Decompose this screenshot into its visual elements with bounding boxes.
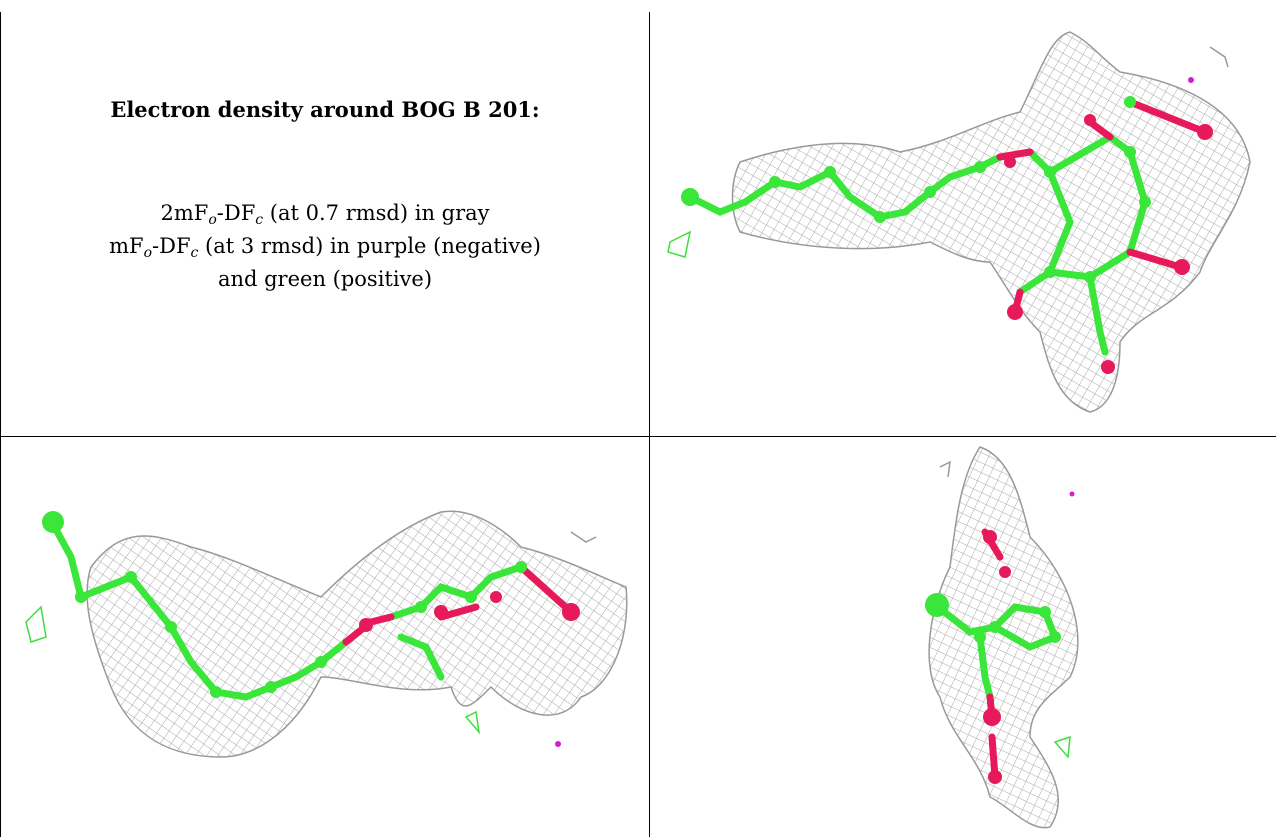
negative-density-blob	[1069, 491, 1075, 497]
mesh-fragment	[939, 460, 951, 478]
legend-line-2fo-fc: 2mFo-DFc (at 0.7 rmsd) in gray	[160, 201, 490, 228]
caption-cell: Electron density around BOG B 201: 2mFo-…	[1, 12, 649, 436]
molecule-ring-view-image	[667, 31, 1251, 413]
legend-line-fo-fc: mFo-DFc (at 3 rmsd) in purple (negative)	[109, 234, 541, 261]
positive-density-blob	[667, 230, 692, 258]
view-bottom-right	[650, 437, 1276, 837]
view-bottom-left	[1, 437, 649, 837]
carbon-chain	[934, 603, 1060, 701]
negative-density-blob	[555, 741, 561, 747]
view-top-right	[650, 12, 1276, 436]
positive-density-blob	[464, 710, 481, 735]
negative-density-blob	[1188, 77, 1194, 83]
carbon-atoms	[42, 511, 527, 698]
molecule-side-view-image	[25, 510, 628, 758]
positive-density-blob	[1053, 735, 1071, 759]
legend-line-colors: and green (positive)	[217, 267, 433, 291]
positive-density-blob	[25, 605, 47, 643]
density-mesh	[731, 31, 1251, 413]
figure-title: Electron density around BOG B 201:	[110, 97, 540, 122]
legend-text: 2mFo-DFc (at 0.7 rmsd) in gray mFo-DFc (…	[1, 197, 649, 296]
molecule-end-view-image	[925, 446, 1079, 829]
mesh-fragment	[1209, 46, 1229, 68]
oxygen-atoms	[359, 591, 580, 632]
oxygen-atoms	[1004, 114, 1213, 374]
density-mesh	[928, 446, 1079, 829]
carbon-atoms	[681, 96, 1151, 283]
oxygen-atoms	[983, 530, 1011, 784]
mesh-fragment	[570, 531, 597, 543]
carbon-atoms	[925, 593, 1061, 643]
